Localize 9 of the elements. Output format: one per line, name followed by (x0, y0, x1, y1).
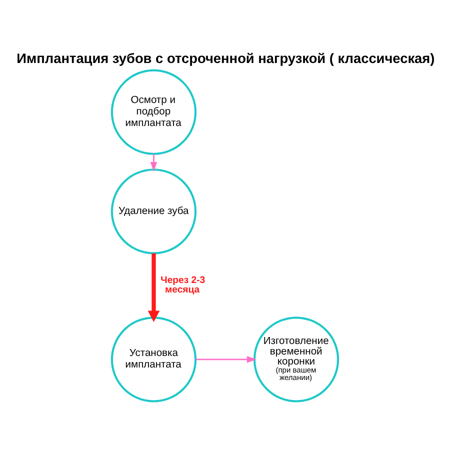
node-circle: Осмотр и подбор имплантата (110, 68, 197, 154)
edge-label: Через 2-3 месяца (160, 274, 206, 295)
node-circle: Установка имплантата (110, 316, 197, 402)
arrow (150, 154, 158, 172)
node-circle: Удаление зуба (110, 168, 197, 254)
arrow (148, 252, 160, 322)
arrow (196, 356, 257, 362)
diagram-title: Имплантация зубов с отсроченной нагрузкой ( классическая) (16, 50, 435, 66)
node-circle: Изготовление временной коронки (при вашем желании) (253, 316, 340, 402)
